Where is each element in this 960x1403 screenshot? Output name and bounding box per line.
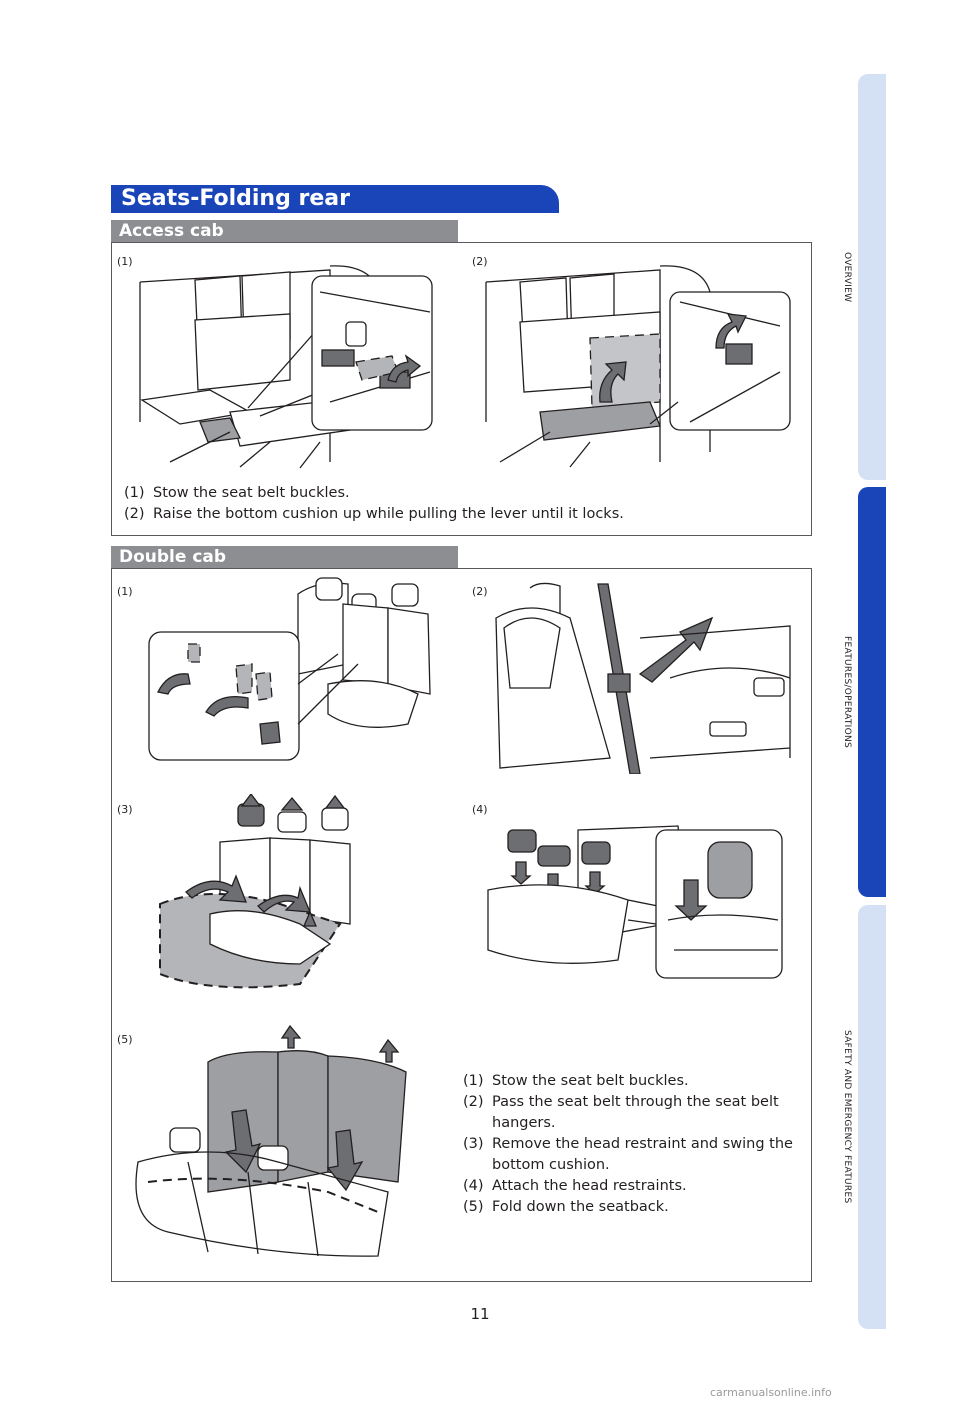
step-number: (1) — [124, 485, 145, 501]
double-cab-fig4-illustration — [487, 825, 783, 979]
step-text: Stow the seat belt buckles. — [153, 485, 350, 501]
page-number: 11 — [470, 1305, 490, 1323]
double-fig5-label: (5) — [117, 1033, 133, 1046]
side-tab-overview[interactable] — [858, 74, 886, 480]
list-item: (1) Stow the seat belt buckles. — [124, 483, 804, 504]
access-cab-fig2-illustration — [485, 265, 791, 468]
double-cab-panel — [111, 568, 812, 1282]
section-heading-access-cab: Access cab — [111, 220, 458, 242]
step-text: Attach the head restraints. — [492, 1178, 687, 1194]
page-title: Seats-Folding rear — [111, 185, 559, 213]
step-number: (2) — [124, 506, 145, 522]
step-number: (3) — [463, 1136, 484, 1152]
list-item: (5) Fold down the seatback. — [463, 1197, 808, 1218]
step-number: (5) — [463, 1199, 484, 1215]
step-text: Fold down the seatback. — [492, 1199, 669, 1215]
double-cab-fig5-illustration — [135, 1024, 407, 1257]
double-fig2-label: (2) — [472, 585, 488, 598]
access-cab-fig1-illustration — [139, 265, 433, 469]
step-number: (1) — [463, 1073, 484, 1089]
step-text: Raise the bottom cushion up while pullin… — [153, 506, 624, 522]
list-item: (2) Pass the seat belt through the seat … — [463, 1092, 808, 1134]
double-cab-fig3-illustration — [159, 794, 351, 989]
side-tab-safety[interactable] — [858, 905, 886, 1329]
double-fig3-label: (3) — [117, 803, 133, 816]
section-heading-double-cab: Double cab — [111, 546, 458, 568]
step-number: (4) — [463, 1178, 484, 1194]
access-fig1-label: (1) — [117, 255, 133, 268]
side-label-safety: SAFETY AND EMERGENCY FEATURES — [842, 1030, 852, 1204]
access-fig2-label: (2) — [472, 255, 488, 268]
side-label-features: FEATURES/OPERATIONS — [842, 635, 852, 749]
footer-watermark: carmanualsonline.info — [710, 1386, 832, 1399]
step-number: (2) — [463, 1094, 484, 1110]
list-item: (2) Raise the bottom cushion up while pu… — [124, 504, 804, 525]
double-cab-steps: (1) Stow the seat belt buckles. (2) Pass… — [463, 1071, 808, 1218]
access-cab-panel — [111, 242, 812, 536]
list-item: (1) Stow the seat belt buckles. — [463, 1071, 808, 1092]
step-text: Remove the head restraint and swing the … — [492, 1136, 793, 1173]
double-fig4-label: (4) — [472, 803, 488, 816]
list-item: (4) Attach the head restraints. — [463, 1176, 808, 1197]
step-text: Stow the seat belt buckles. — [492, 1073, 689, 1089]
side-label-overview: OVERVIEW — [842, 251, 852, 303]
double-cab-fig1-illustration — [148, 577, 431, 761]
double-cab-fig2-illustration — [495, 582, 791, 774]
list-item: (3) Remove the head restraint and swing … — [463, 1134, 808, 1176]
double-fig1-label: (1) — [117, 585, 133, 598]
access-cab-steps: (1) Stow the seat belt buckles. (2) Rais… — [124, 483, 804, 525]
side-tab-features[interactable] — [858, 487, 886, 897]
step-text: Pass the seat belt through the seat belt… — [492, 1094, 779, 1131]
